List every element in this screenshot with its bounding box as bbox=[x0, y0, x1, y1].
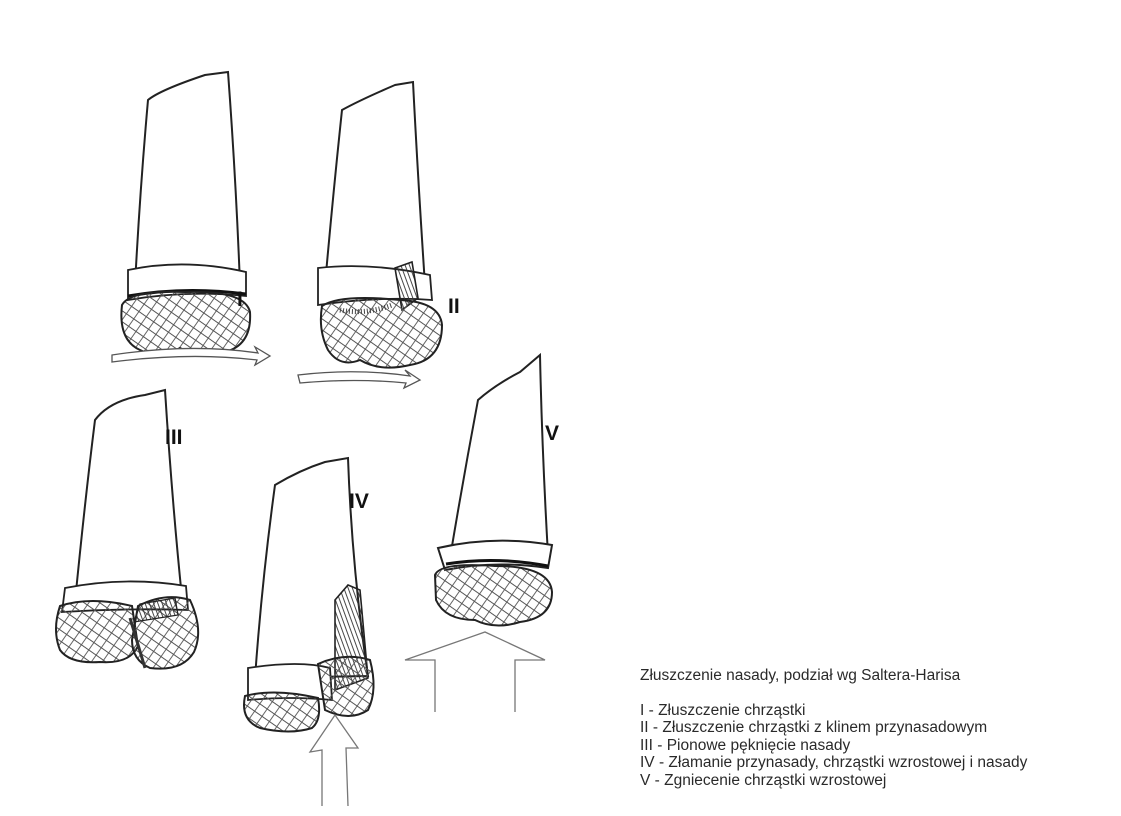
legend-title: Złuszczenie nasady, podział wg Saltera-H… bbox=[640, 667, 1110, 685]
label-type-iii: III bbox=[165, 426, 183, 449]
legend-item-v: V - Zgniecenie chrząstki wzrostowej bbox=[640, 772, 1110, 790]
legend-numeral: III bbox=[640, 737, 653, 755]
legend-text: - Złuszczenie chrząstki z klinem przynas… bbox=[649, 719, 988, 736]
bone-type-i bbox=[112, 72, 270, 365]
legend-item-i: I - Złuszczenie chrząstki bbox=[640, 702, 1110, 720]
legend-item-iii: III - Pionowe pęknięcie nasady bbox=[640, 737, 1110, 755]
label-type-v: V bbox=[545, 422, 559, 445]
label-type-i: I bbox=[237, 288, 243, 311]
legend-numeral: II bbox=[640, 719, 649, 737]
legend-numeral: IV bbox=[640, 754, 655, 772]
legend-text: - Zgniecenie chrząstki wzrostowej bbox=[650, 772, 886, 789]
bone-type-v bbox=[405, 355, 552, 712]
label-type-iv: IV bbox=[349, 490, 369, 513]
bone-type-ii bbox=[298, 82, 442, 388]
legend-item-iv: IV - Złamanie przynasady, chrząstki wzro… bbox=[640, 754, 1110, 772]
legend-text: - Złamanie przynasady, chrząstki wzrosto… bbox=[655, 754, 1028, 771]
legend-numeral: V bbox=[640, 772, 650, 790]
legend-item-ii: II - Złuszczenie chrząstki z klinem przy… bbox=[640, 719, 1110, 737]
legend-text: - Złuszczenie chrząstki bbox=[644, 702, 805, 719]
classification-legend: Złuszczenie nasady, podział wg Saltera-H… bbox=[640, 667, 1110, 789]
legend-text: - Pionowe pęknięcie nasady bbox=[653, 737, 850, 754]
label-type-ii: II bbox=[448, 295, 460, 318]
